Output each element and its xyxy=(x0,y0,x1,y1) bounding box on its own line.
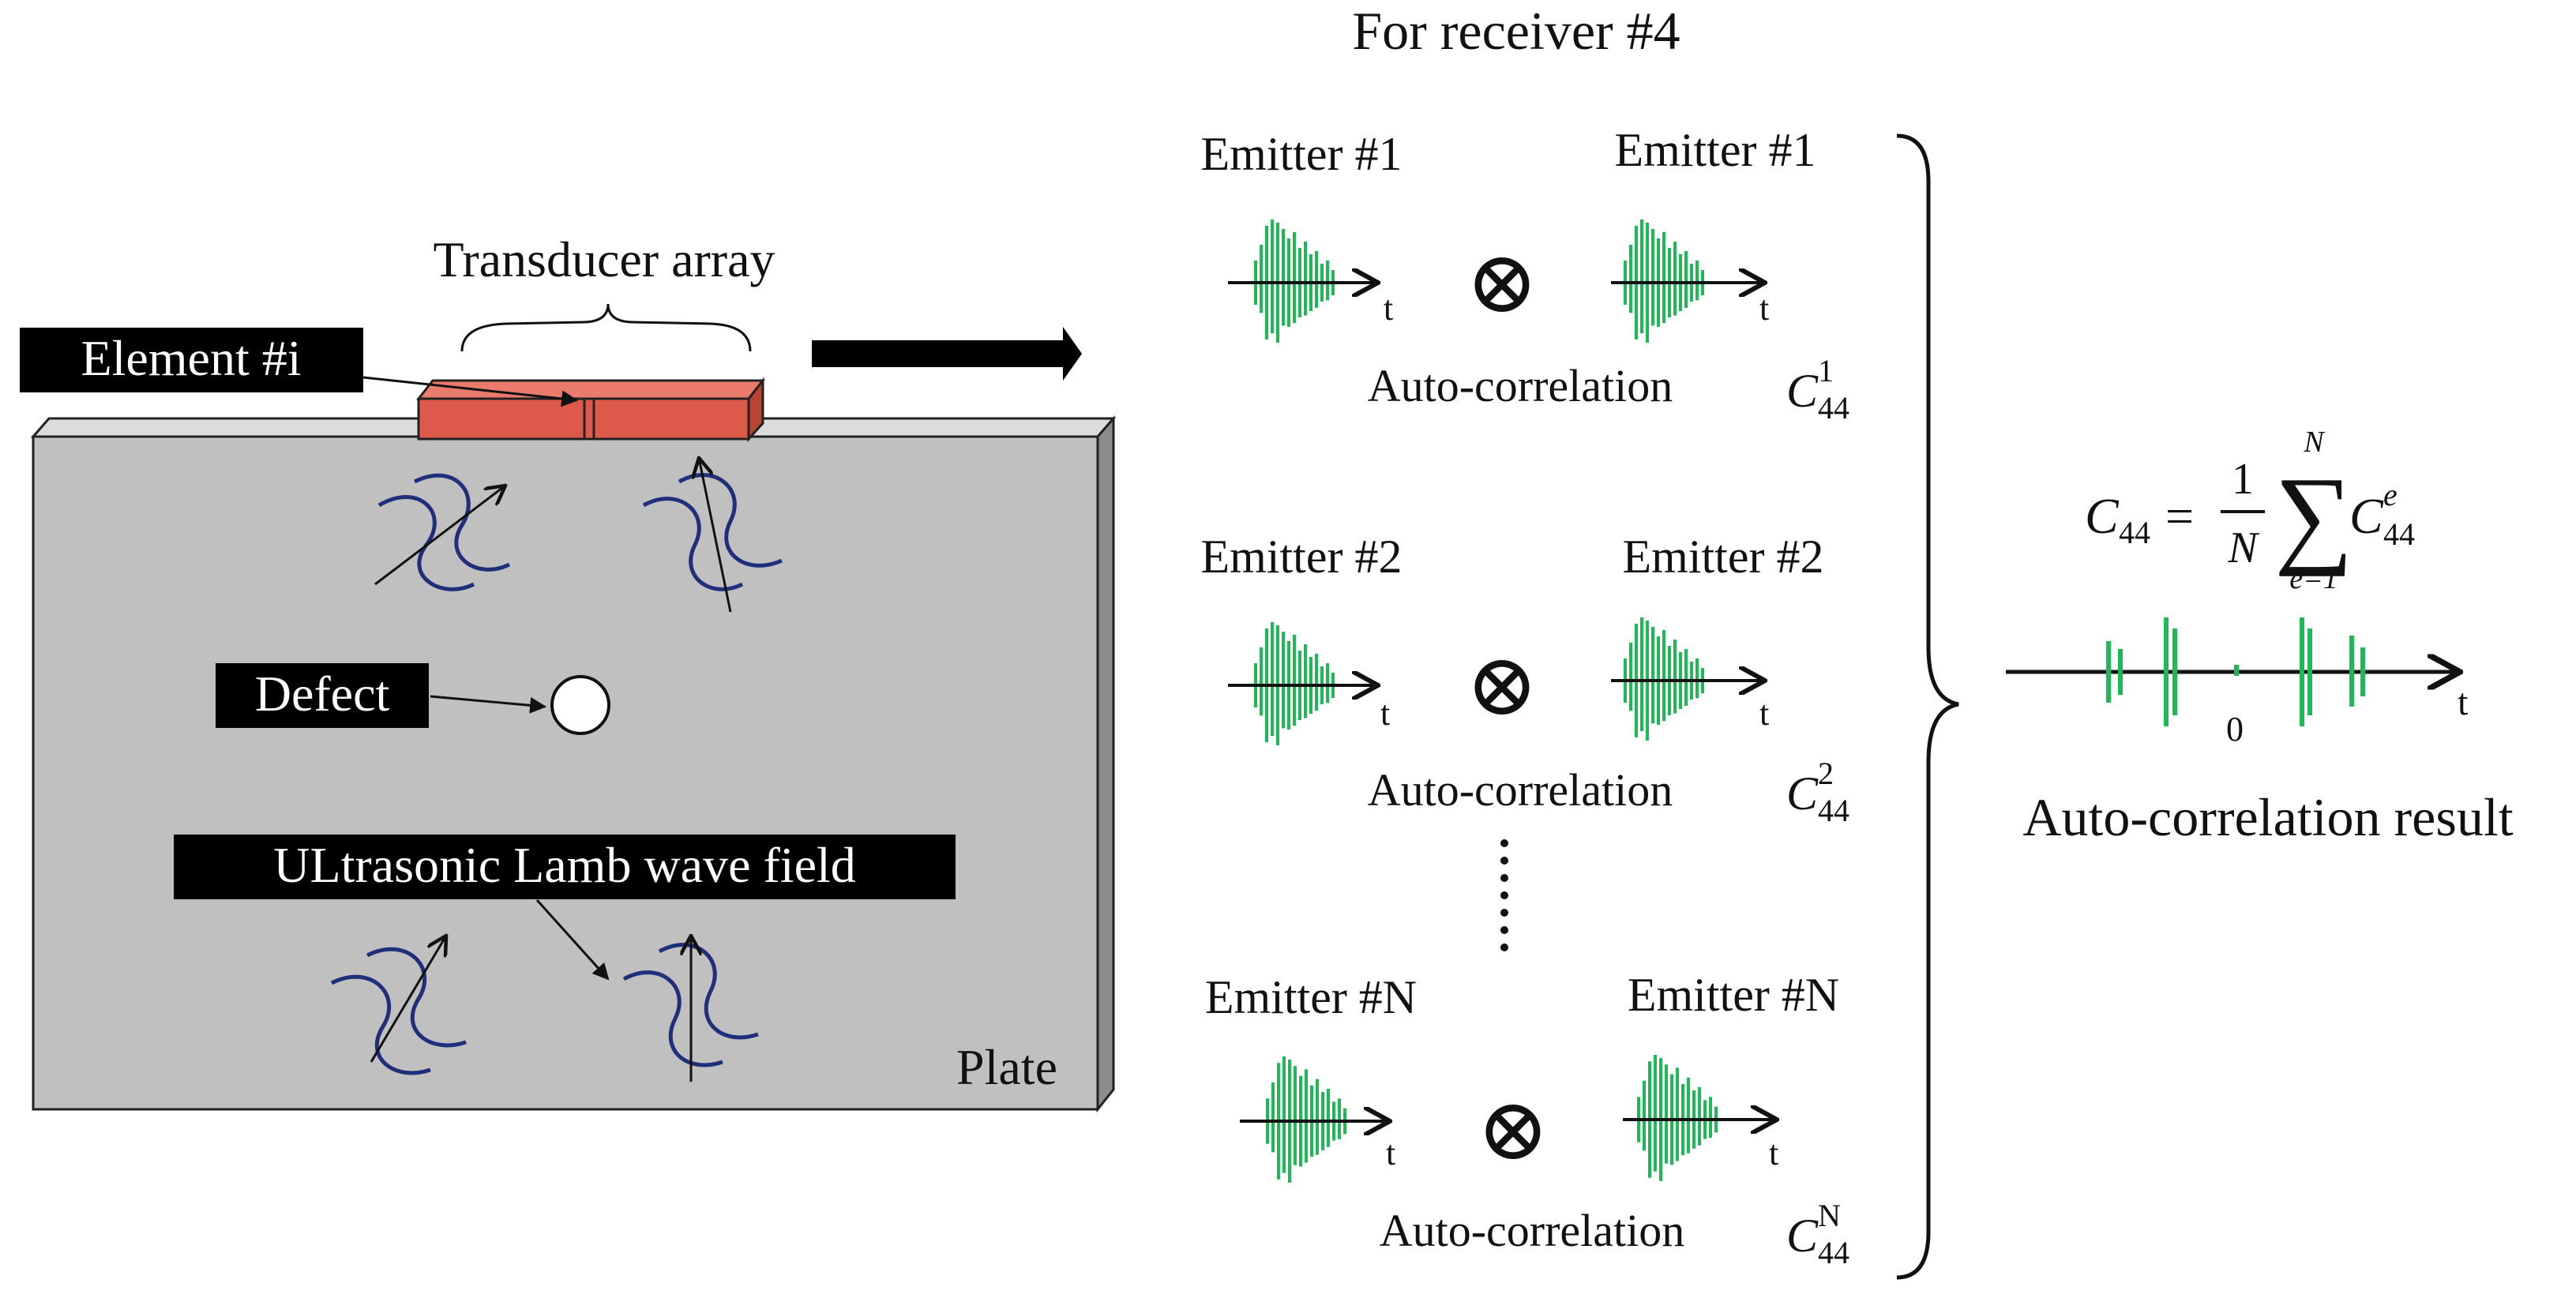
formula-frac-num: 1 xyxy=(2232,455,2254,504)
formula-lhs: C xyxy=(2085,488,2120,544)
transducer-array xyxy=(415,377,766,442)
formula-lhs-sub: 44 xyxy=(2119,515,2150,550)
formula-term: C xyxy=(2349,488,2384,544)
formula-frac-den: N xyxy=(2227,523,2259,572)
formula-sum-lower: e=1 xyxy=(2289,562,2338,595)
rown-emitter-right: Emitter #N xyxy=(1628,969,1839,1021)
row1-emitter-right: Emitter #1 xyxy=(1615,124,1816,176)
rown-axis-t-right: t xyxy=(1769,1134,1778,1172)
transducer-array-label: Transducer array xyxy=(433,231,775,287)
continuation-dots xyxy=(1500,839,1508,951)
row2-emitter-left: Emitter #2 xyxy=(1201,531,1403,583)
defect-label: Defect xyxy=(255,666,390,722)
row2-signal-right xyxy=(1611,617,1765,741)
svg-text:C: C xyxy=(1786,767,1819,820)
correlation-row-n: Emitter #N Emitter #N t t ⊗ Auto-correla… xyxy=(1205,969,1849,1270)
row1-signal-right xyxy=(1611,219,1765,343)
wave-field-label: ULtrasonic Lamb wave field xyxy=(273,837,856,893)
rown-caption: Auto-correlation xyxy=(1380,1205,1685,1256)
svg-text:44: 44 xyxy=(1818,390,1849,426)
header-title: For receiver #4 xyxy=(1352,1,1680,61)
transfer-arrow xyxy=(812,327,1082,381)
rown-signal-left xyxy=(1240,1056,1390,1183)
rown-emitter-left: Emitter #N xyxy=(1205,971,1417,1023)
formula-term-sup: e xyxy=(2383,477,2398,512)
formula-equals: = xyxy=(2165,488,2194,544)
row2-emitter-right: Emitter #2 xyxy=(1623,531,1824,583)
plate-side-face xyxy=(1096,415,1115,1113)
summation-brace xyxy=(1896,133,1959,1280)
svg-text:44: 44 xyxy=(1818,793,1849,828)
row2-coefficient: C 2 44 xyxy=(1786,756,1849,828)
correlation-row-2: Emitter #2 Emitter #2 t t ⊗ Auto-correla… xyxy=(1201,531,1849,828)
row1-axis-t-right: t xyxy=(1759,289,1769,328)
result-axis-t: t xyxy=(2458,681,2469,723)
svg-text:N: N xyxy=(1818,1198,1841,1233)
wave-field-label-box xyxy=(174,835,956,899)
plate-front-face xyxy=(32,435,1099,1111)
formula-sum-upper: N xyxy=(2303,426,2326,459)
rown-coefficient: C N 44 xyxy=(1786,1198,1849,1270)
wave-group-3 xyxy=(330,936,467,1075)
svg-text:1: 1 xyxy=(1818,353,1834,388)
element-label: Element #i xyxy=(81,330,301,386)
defect-circle xyxy=(550,675,610,735)
defect-label-box xyxy=(216,663,429,728)
result-caption: Auto-correlation result xyxy=(2022,787,2513,847)
result-plot: 0 t xyxy=(2006,617,2469,748)
result-bars xyxy=(2106,617,2365,726)
defect-pointer xyxy=(430,695,547,714)
row1-axis-t-left: t xyxy=(1384,289,1393,328)
formula-term-sub: 44 xyxy=(2383,516,2415,552)
transducer-brace xyxy=(460,303,752,352)
wave-field-pointer xyxy=(535,898,610,981)
result-zero-label: 0 xyxy=(2226,710,2244,748)
signal-burst xyxy=(1637,1055,1718,1181)
row1-coefficient: C 1 44 xyxy=(1786,353,1849,426)
rown-signal-right xyxy=(1623,1055,1777,1181)
row2-axis-t-right: t xyxy=(1759,694,1769,733)
rown-operator: ⊗ xyxy=(1477,1082,1549,1178)
row1-operator: ⊗ xyxy=(1466,234,1538,331)
wave-group-2 xyxy=(642,458,783,613)
plate xyxy=(30,415,1117,1113)
sum-formula: C 44 = 1 N N ∑ e=1 C e 44 xyxy=(2085,426,2415,595)
row1-emitter-left: Emitter #1 xyxy=(1201,128,1403,180)
row1-signal-left xyxy=(1228,219,1378,343)
row2-caption: Auto-correlation xyxy=(1368,764,1673,816)
row1-caption: Auto-correlation xyxy=(1368,360,1673,411)
signal-burst xyxy=(1266,1056,1346,1183)
element-label-box xyxy=(20,328,363,392)
rown-axis-t-left: t xyxy=(1386,1134,1395,1172)
svg-text:2: 2 xyxy=(1818,756,1834,791)
formula-sum-symbol: ∑ xyxy=(2274,455,2353,577)
plate-label: Plate xyxy=(956,1039,1057,1095)
wave-group-4 xyxy=(622,936,759,1082)
wave-group-1 xyxy=(374,473,511,591)
signal-burst xyxy=(1624,219,1704,343)
row2-axis-t-left: t xyxy=(1380,694,1390,733)
svg-text:C: C xyxy=(1786,1210,1819,1262)
row2-operator: ⊗ xyxy=(1466,637,1538,733)
svg-text:C: C xyxy=(1786,365,1819,417)
correlation-row-1: Emitter #1 Emitter #1 t t ⊗ Auto-correla… xyxy=(1201,124,1849,426)
svg-text:44: 44 xyxy=(1818,1235,1849,1270)
element-pointer xyxy=(362,376,579,407)
row2-signal-left xyxy=(1228,622,1378,745)
